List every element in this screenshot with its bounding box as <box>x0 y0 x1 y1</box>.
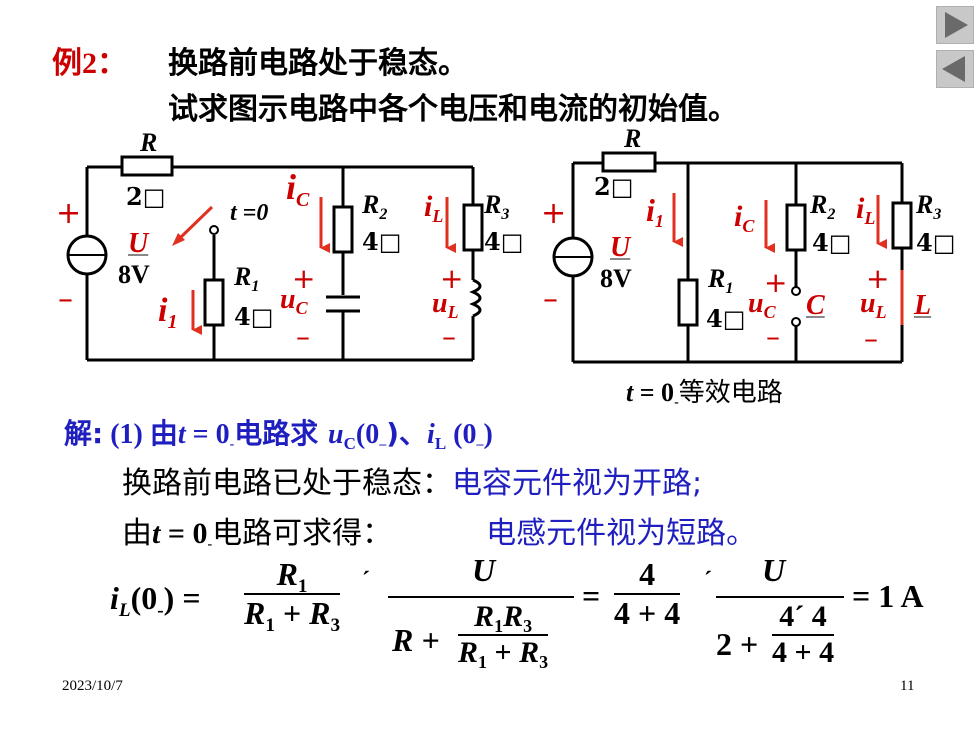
solution-line-2: 由t = 0-电路可求得：电感元件视为短路。 <box>122 516 757 552</box>
fraction-u-den-r: R + <box>392 622 440 658</box>
right-u-value: 8V <box>600 264 632 293</box>
footer-date: 2023/10/7 <box>62 678 123 694</box>
fraction-r1-over-sum: R1 R1 + R3 <box>244 556 341 636</box>
equivalent-circuit-caption: t = 0-等效电路 <box>626 378 783 410</box>
left-minus-sign: – <box>58 282 73 317</box>
right-l-label: L <box>914 290 932 321</box>
solution-heading: 解: (1) 由t = 0-电路求 uC(0–)、iL (0–) <box>64 417 493 453</box>
left-r3-label: R3 <box>484 190 510 223</box>
right-ul-label: uL <box>860 288 887 323</box>
left-uc-plus: + <box>292 262 316 295</box>
right-minus-sign: – <box>543 282 558 317</box>
left-r2-value: 4□ <box>362 227 402 256</box>
left-uc-minus: – <box>296 320 310 353</box>
play-left-icon <box>942 56 965 82</box>
left-u-value: 8V <box>118 260 150 289</box>
right-ul-plus: + <box>866 262 890 295</box>
solution-line-1: 换路前电路已处于稳态：电容元件视为开路; <box>122 466 703 501</box>
times-sign-2: ´ <box>704 568 712 594</box>
equals-sign-2: = <box>582 578 601 614</box>
right-ic-label: iC <box>734 200 755 237</box>
left-r2-label: R2 <box>362 190 388 223</box>
right-i1-label: i1 <box>646 192 664 232</box>
left-ul-label: uL <box>432 288 459 323</box>
left-ul-minus: – <box>442 320 456 353</box>
left-uc-label: uC <box>280 284 308 319</box>
prev-slide-button[interactable] <box>936 50 974 88</box>
right-il-label: iL <box>856 192 876 229</box>
header-line-1: 换路前电路处于稳态。 <box>168 46 468 81</box>
right-plus-sign: + <box>541 196 567 231</box>
play-right-icon <box>945 12 968 38</box>
left-ul-plus: + <box>440 262 464 295</box>
next-slide-button[interactable] <box>936 6 974 44</box>
right-ul-minus: – <box>864 322 878 355</box>
left-i1-label: i1 <box>158 292 178 333</box>
fraction-parallel-r1-r3: R1R3 R1 + R3 <box>458 600 549 673</box>
fraction-4-over-8: 4 4 + 4 <box>614 556 681 631</box>
fraction-u2-den-2: 2 + <box>716 626 759 662</box>
right-r-label: R <box>624 124 642 153</box>
left-ic-label: iC <box>286 167 310 211</box>
left-plus-sign: + <box>56 196 82 231</box>
fraction-u2-numerator: U <box>762 552 786 588</box>
right-r3-label: R3 <box>916 190 942 223</box>
left-u-label: U <box>128 228 149 259</box>
right-r1-value: 4□ <box>706 304 746 333</box>
right-r2-label: R2 <box>810 190 836 223</box>
left-r1-value: 4□ <box>234 302 274 331</box>
left-circuit <box>66 155 484 362</box>
right-r1-label: R1 <box>708 264 734 297</box>
example-label: 例2： <box>52 47 127 80</box>
right-uc-label: uC <box>748 288 776 323</box>
right-uc-plus: + <box>764 266 788 299</box>
fraction-u-bar <box>388 596 574 598</box>
left-r3-value: 4□ <box>484 227 524 256</box>
formula-lhs: iL(0-) = <box>110 580 201 621</box>
times-sign-1: ´ <box>362 568 370 594</box>
left-r-label: R <box>140 128 158 157</box>
fraction-parallel-4-4: 4´ 4 4 + 4 <box>772 600 835 669</box>
fraction-u-numerator: U <box>472 552 496 588</box>
page-number: 11 <box>900 678 915 694</box>
right-c-label: C <box>806 290 825 321</box>
fraction-u2-bar <box>716 596 844 598</box>
left-r-value: 2□ <box>126 182 166 211</box>
header-line-2: 试求图示电路中各个电压和电流的初始值。 <box>168 92 738 127</box>
right-r2-value: 4□ <box>812 228 852 257</box>
formula-result: = 1 A <box>852 578 924 614</box>
switch-label: t =0 <box>230 200 269 226</box>
left-il-label: iL <box>424 190 444 227</box>
right-uc-minus: – <box>766 320 780 353</box>
right-r-value: 2□ <box>594 172 634 201</box>
right-r3-value: 4□ <box>916 228 956 257</box>
right-u-label: U <box>610 232 631 263</box>
left-r1-label: R1 <box>234 262 260 295</box>
right-circuit <box>552 151 913 364</box>
